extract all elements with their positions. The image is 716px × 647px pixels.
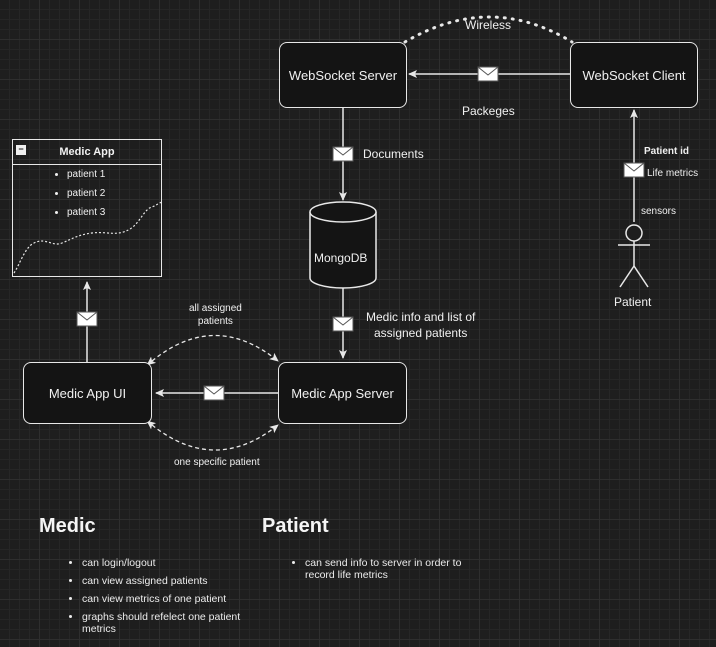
sensors-label: sensors (641, 206, 677, 217)
medic-info-label-line2: assigned patients (373, 326, 468, 340)
medic-app-server-label: Medic App Server (291, 385, 394, 401)
mongodb-cylinder (309, 201, 377, 289)
wireless-link (403, 15, 574, 44)
websocket-client-label: WebSocket Client (582, 67, 686, 83)
app-panel-title: Medic App (59, 146, 115, 158)
mongodb-label: MongoDB (314, 251, 368, 265)
medic-section-heading: Medic (39, 515, 96, 537)
packages-envelope-icon (477, 66, 499, 82)
medic-app-ui-node[interactable]: Medic App UI (23, 362, 152, 424)
websocket-server-node[interactable]: WebSocket Server (279, 42, 407, 108)
app-panel-envelope-icon (76, 311, 98, 327)
documents-envelope-icon (332, 146, 354, 162)
documents-label: Documents (363, 147, 424, 161)
medic-requirement-item: can view assigned patients (82, 575, 262, 587)
ui-envelope-icon (203, 385, 225, 401)
patient-envelope-icon (623, 162, 645, 178)
websocket-client-node[interactable]: WebSocket Client (570, 42, 698, 108)
medic-requirements-list: can login/logout can view assigned patie… (68, 557, 262, 641)
patient-requirements-list: can send info to server in order to reco… (291, 557, 485, 587)
life-metrics-label: Life metrics (647, 168, 699, 179)
medic-app-server-node[interactable]: Medic App Server (278, 362, 407, 424)
websocket-server-label: WebSocket Server (288, 67, 398, 83)
medic-requirement-item: can login/logout (82, 557, 262, 569)
patient-actor-icon (618, 224, 650, 288)
patient-section-heading: Patient (262, 515, 329, 537)
patient-actor-label: Patient (614, 295, 652, 309)
packages-label: Packeges (462, 104, 515, 118)
patient-list-item[interactable]: patient 1 (67, 168, 161, 182)
medic-app-ui-label: Medic App UI (48, 385, 127, 401)
patient-list-item[interactable]: patient 2 (67, 187, 161, 201)
metrics-graph-line (13, 201, 162, 274)
medic-info-envelope-icon (332, 316, 354, 332)
patient-list-item[interactable]: patient 3 (67, 206, 161, 220)
medic-info-label: Medic info and list of assigned patients (366, 309, 475, 341)
medic-requirement-item: graphs should refelect one patient metri… (82, 611, 262, 635)
one-specific-patient-label: one specific patient (174, 457, 260, 468)
medic-info-label-line1: Medic info and list of (366, 310, 476, 324)
app-panel-title-bar: − Medic App (13, 140, 161, 165)
edge-all-assigned-patients (146, 335, 279, 366)
patient-id-label: Patient id (644, 146, 690, 157)
all-assigned-label-line2: patients (197, 316, 233, 327)
patient-list: patient 1 patient 2 patient 3 (13, 168, 161, 220)
edge-one-specific-patient (146, 420, 279, 451)
collapse-icon[interactable]: − (16, 145, 26, 155)
medic-requirement-item: can view metrics of one patient (82, 593, 262, 605)
patient-requirement-item: can send info to server in order to reco… (305, 557, 485, 581)
medic-app-panel[interactable]: − Medic App patient 1 patient 2 patient … (12, 139, 162, 277)
all-assigned-label-line1: all assigned (189, 303, 242, 314)
wireless-label: Wireless (465, 18, 512, 32)
all-assigned-label: all assigned patients (189, 302, 242, 328)
